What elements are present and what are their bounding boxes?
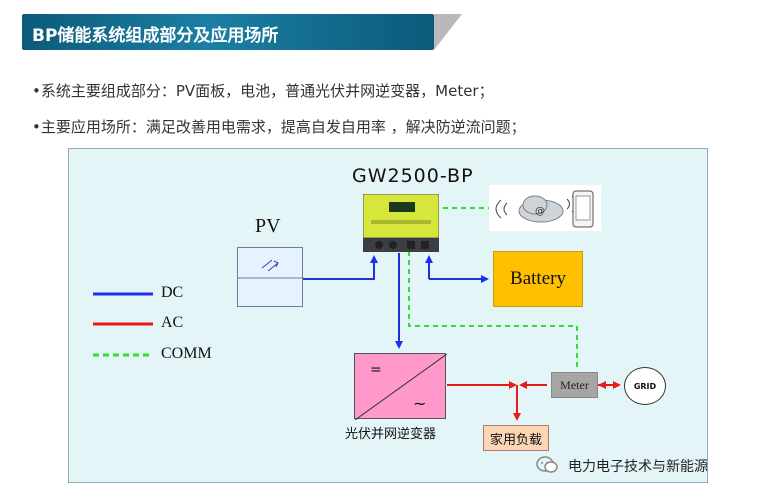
banner-decoration <box>434 14 462 50</box>
dc-line-pv <box>301 255 378 280</box>
legend-comm-label: COMM <box>161 345 212 362</box>
inverter: = ~ <box>354 353 447 420</box>
meter-label: Meter <box>560 377 589 392</box>
gw2500-bp-device <box>362 193 440 252</box>
sun-icon <box>261 259 279 272</box>
inverter-dc-symbol: = <box>370 362 382 378</box>
system-diagram: GW2500-BP @ PV <box>68 148 708 483</box>
meter: Meter <box>551 372 598 398</box>
load-label: 家用负载 <box>489 432 542 448</box>
comm-line-meter <box>408 251 578 371</box>
wechat-icon <box>536 456 558 473</box>
device-title: GW2500-BP <box>352 165 474 187</box>
inverter-ac-symbol: ~ <box>413 394 427 413</box>
pv-label: PV <box>255 215 281 237</box>
bullet-applications: •主要应用场所：满足改善用电需求，提高自发自用率 ，解决防逆流问题； <box>32 118 526 136</box>
page-title: BP储能系统组成部分及应用场所 <box>32 26 279 46</box>
connection-lines <box>93 207 621 421</box>
grid: GRID <box>624 367 666 405</box>
battery-label: Battery <box>510 268 566 289</box>
inverter-label: 光伏并网逆变器 <box>345 427 437 442</box>
legend-dc-label: DC <box>161 284 184 301</box>
pv-panel <box>237 247 304 307</box>
grid-label: GRID <box>633 381 657 391</box>
source-watermark: 电力电子技术与新能源 <box>568 459 708 475</box>
title-banner: BP储能系统组成部分及应用场所 <box>22 14 434 50</box>
svg-text:@: @ <box>535 206 545 217</box>
battery: Battery <box>493 251 583 307</box>
bullet-components: •系统主要组成部分：PV面板，电池，普通光伏并网逆变器，Meter； <box>32 82 494 100</box>
legend-ac-label: AC <box>161 314 184 331</box>
home-load: 家用负载 <box>483 425 549 451</box>
cloud-monitoring-image: @ <box>489 185 601 231</box>
